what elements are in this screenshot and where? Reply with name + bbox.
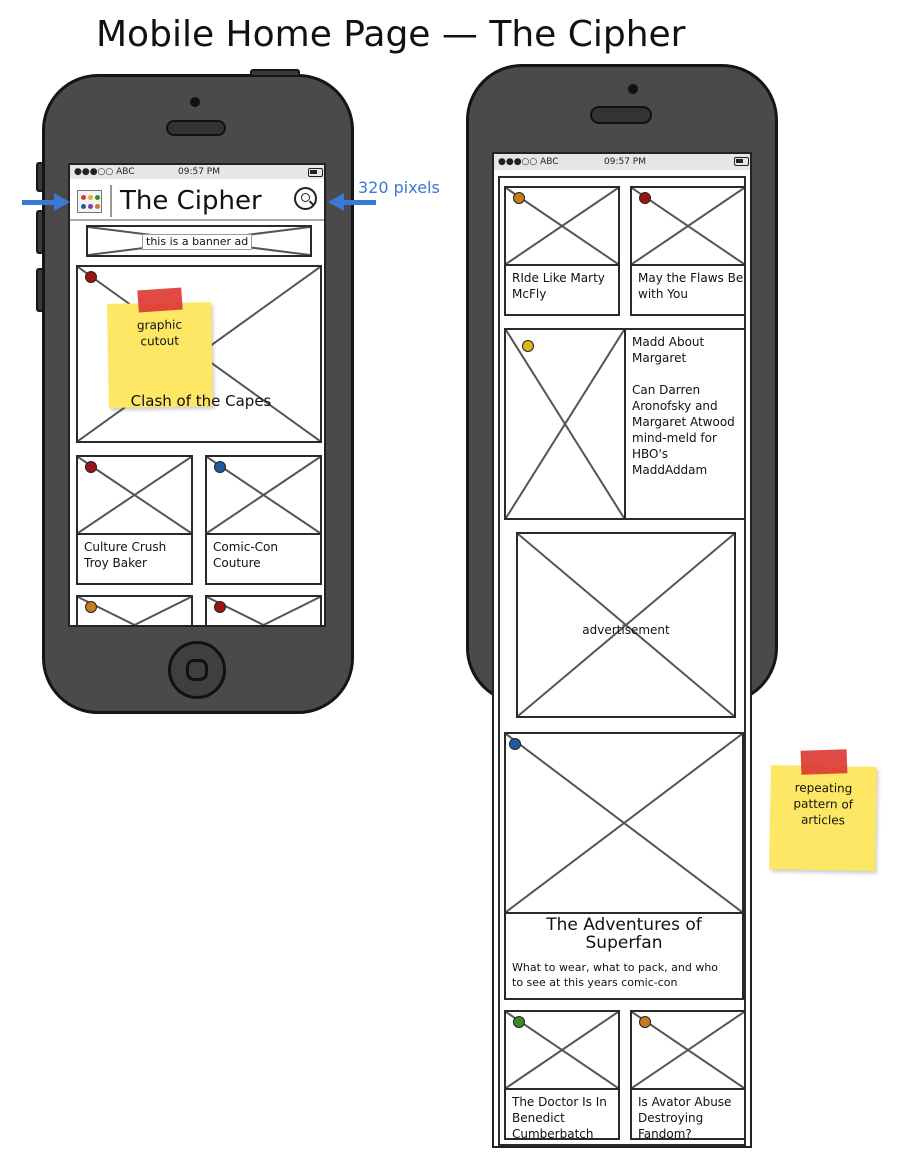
hero-caption: Clash of the Capes [130, 392, 272, 410]
power-button [250, 69, 300, 77]
pin-icon [639, 1016, 651, 1028]
front-camera [190, 97, 200, 107]
pin-icon [639, 192, 651, 204]
article-card-image [630, 186, 746, 266]
sticky-note-text: repeating pattern of articles [793, 780, 854, 828]
header-divider [110, 185, 112, 217]
status-time: 09:57 PM [178, 167, 220, 177]
sticky-note-text: graphic cutout [136, 317, 183, 349]
article-card[interactable]: Comic-Con Couture [205, 455, 322, 585]
tape-icon [137, 287, 183, 313]
grid-menu-icon[interactable] [77, 190, 102, 213]
left-arrow-shaft [22, 200, 56, 205]
article-card-title: May the Flaws Be with You [638, 271, 744, 301]
banner-ad-label: this is a banner ad [142, 234, 253, 250]
hero-article[interactable]: graphic cutout Clash of the Capes [76, 265, 322, 443]
feature-article[interactable]: Madd About Margaret Can Darren Aronofsky… [504, 328, 746, 520]
status-time: 09:57 PM [604, 157, 646, 167]
status-bar: ●●●○○ ABC 09:57 PM [494, 154, 750, 170]
big-article[interactable]: The Adventures of Superfan What to wear,… [504, 732, 744, 1000]
pin-icon [85, 601, 97, 613]
article-card-image-partial[interactable] [76, 595, 193, 625]
advertisement-slot[interactable]: advertisement [516, 532, 736, 718]
right-phone-scrolled-screen: ●●●○○ ABC 09:57 PM RIde Like Marty McFly… [492, 152, 752, 1148]
search-icon [294, 187, 317, 210]
sticky-note-repeating-pattern: repeating pattern of articles [769, 765, 877, 871]
big-article-title: The Adventures of Superfan [546, 915, 702, 953]
article-card-image [504, 186, 620, 266]
pin-icon [85, 271, 97, 283]
article-card[interactable]: Culture Crush Troy Baker [76, 455, 193, 585]
right-pointing-arrow-icon [54, 193, 70, 211]
article-card[interactable]: The Doctor Is In Benedict Cumberbatch [504, 1010, 620, 1141]
article-card[interactable]: May the Flaws Be with You [630, 186, 746, 316]
article-card-image [205, 455, 322, 535]
carrier-signal: ●●●○○ ABC [498, 157, 559, 167]
article-card-title: The Doctor Is In Benedict Cumberbatch [512, 1095, 607, 1141]
left-phone-screen: ●●●○○ ABC 09:57 PM The Cipher this is a … [68, 163, 326, 627]
left-pointing-arrow-icon [328, 193, 344, 211]
battery-icon [308, 168, 323, 177]
article-card-image [504, 1010, 620, 1090]
earpiece-speaker [590, 106, 652, 124]
home-button-icon [186, 659, 208, 681]
article-card-title: RIde Like Marty McFly [512, 271, 605, 301]
pin-icon [513, 192, 525, 204]
page-title: Mobile Home Page — The Cipher [96, 14, 686, 55]
article-card-title: Comic-Con Couture [213, 540, 278, 570]
article-card-image-partial[interactable] [205, 595, 322, 625]
battery-icon [734, 157, 749, 166]
pin-icon [513, 1016, 525, 1028]
home-button[interactable] [168, 641, 226, 699]
mute-switch [36, 162, 44, 192]
big-article-image [504, 732, 744, 914]
earpiece-speaker [166, 120, 226, 136]
pin-icon [85, 461, 97, 473]
feature-article-headline: Madd About Margaret [632, 335, 705, 365]
article-feed-container [498, 176, 746, 1146]
article-card-image [76, 455, 193, 535]
pin-icon [214, 461, 226, 473]
front-camera [628, 84, 638, 94]
search-button[interactable] [294, 187, 319, 212]
header-bottom-rule [70, 219, 324, 221]
feature-article-summary: Can Darren Aronofsky and Margaret Atwood… [632, 383, 735, 477]
big-article-subtitle: What to wear, what to pack, and who to s… [512, 961, 719, 989]
width-annotation: 320 pixels [358, 178, 440, 197]
volume-down-button [36, 268, 44, 312]
volume-up-button [36, 210, 44, 254]
article-card-title: Culture Crush Troy Baker [84, 540, 167, 570]
carrier-signal: ●●●○○ ABC [74, 167, 135, 177]
advertisement-label: advertisement [582, 623, 670, 637]
article-card-title: Is Avator Abuse Destroying Fandom? [638, 1095, 732, 1141]
tape-icon [800, 749, 848, 775]
status-bar: ●●●○○ ABC 09:57 PM [70, 165, 324, 179]
feature-article-image [504, 328, 626, 520]
article-card[interactable]: RIde Like Marty McFly [504, 186, 620, 316]
banner-ad[interactable]: this is a banner ad [86, 225, 312, 257]
article-card-image [630, 1010, 746, 1090]
article-card[interactable]: Is Avator Abuse Destroying Fandom? [630, 1010, 746, 1141]
site-title[interactable]: The Cipher [120, 186, 262, 216]
pin-icon [522, 340, 534, 352]
right-arrow-shaft [342, 200, 376, 205]
pin-icon [214, 601, 226, 613]
pin-icon [509, 738, 521, 750]
